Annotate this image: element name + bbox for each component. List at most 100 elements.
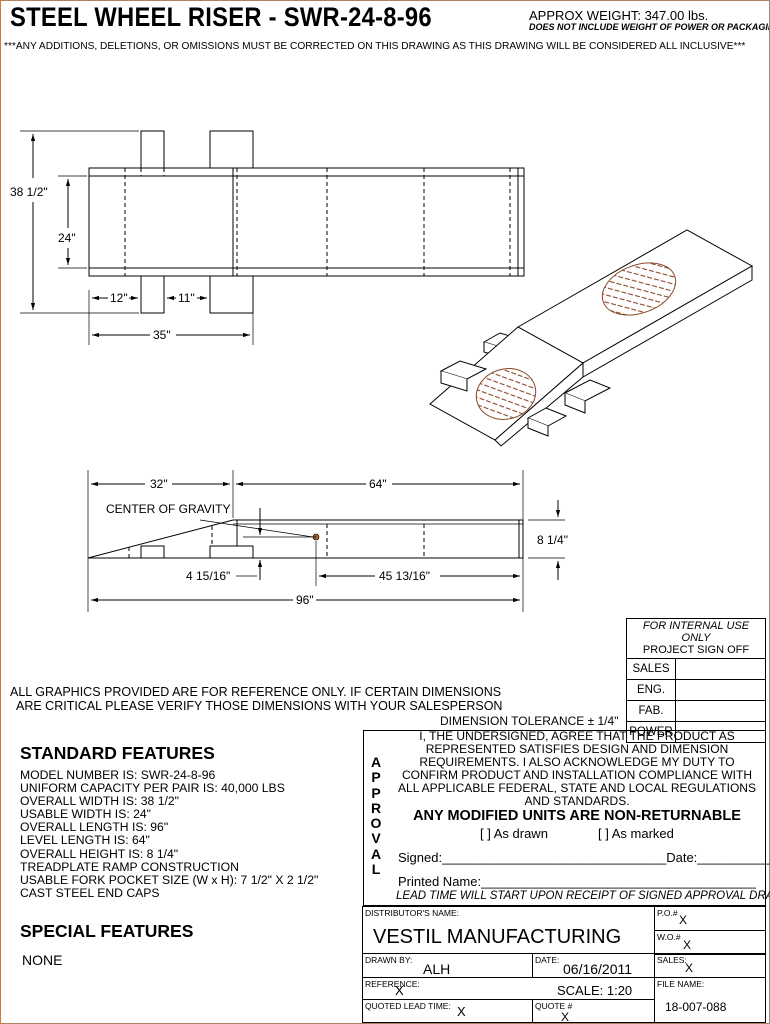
signoff-label: FAB.	[627, 701, 676, 721]
isometric-view	[429, 229, 754, 447]
internal-use-label: FOR INTERNAL USE ONLY	[642, 620, 750, 644]
file-cell: FILE NAME: 18-007-088	[654, 977, 766, 1023]
feature-item: OVERALL LENGTH IS: 96"	[20, 820, 169, 835]
approval-vertical-label: A P P R O V A L	[369, 754, 383, 878]
quoted-lead-time-value: X	[457, 1004, 466, 1019]
wo-value: X	[683, 938, 692, 952]
scale-value: SCALE: 1:20	[557, 983, 633, 998]
feature-item: USABLE FORK POCKET SIZE (W x H): 7 1/2" …	[20, 872, 319, 887]
approval-statement: I, THE UNDERSIGNED, AGREE THAT THE PRODU…	[398, 729, 756, 808]
side-view	[87, 470, 565, 612]
po-value: X	[679, 913, 688, 927]
quote-label: QUOTE #	[535, 1001, 573, 1011]
signoff-row-power: POWER	[627, 722, 765, 742]
signoff-row-fab: FAB.	[627, 701, 765, 722]
feature-item: UNIFORM CAPACITY PER PAIR IS: 40,000 LBS	[20, 781, 285, 796]
date-value: 06/16/2011	[563, 961, 633, 977]
sales-cell: SALES: X	[654, 953, 766, 978]
approval-letter: V	[371, 830, 381, 847]
top-view	[20, 130, 525, 345]
approval-letter: A	[370, 754, 382, 770]
dim-usable-width: 24"	[58, 231, 76, 245]
dim-height: 8 1/4"	[537, 533, 568, 547]
as-drawn-checkbox[interactable]: [ ] As drawn	[480, 826, 548, 841]
feature-item: CAST STEEL END CAPS	[20, 885, 160, 900]
approx-weight: APPROX WEIGHT: 347.00 lbs.	[529, 8, 709, 23]
standard-features-list: MODEL NUMBER IS: SWR-24-8-96 UNIFORM CAP…	[20, 768, 319, 900]
sales-value: X	[685, 961, 694, 975]
signoff-label: ENG.	[627, 680, 676, 700]
quoted-lead-time-label: QUOTED LEAD TIME:	[365, 1001, 451, 1011]
date-cell: DATE: 06/16/2011	[532, 953, 655, 978]
feature-item: OVERALL WIDTH IS: 38 1/2"	[20, 794, 179, 809]
file-label: FILE NAME:	[657, 979, 705, 989]
dim-cog-height: 4 15/16"	[186, 569, 230, 583]
top-view-dimensions: 38 1/2" 24" 12" 11" 35"	[10, 185, 195, 342]
signoff-row-eng: ENG.	[627, 680, 765, 701]
reference-cell: REFERENCE: X SCALE: 1:20	[362, 977, 655, 1000]
quote-cell: QUOTE # X	[532, 999, 655, 1024]
dim-pocket-a: 12"	[110, 291, 128, 305]
weight-note: DOES NOT INCLUDE WEIGHT OF POWER OR PACK…	[529, 22, 770, 32]
distributor-name: VESTIL MANUFACTURING	[373, 926, 622, 948]
reference-note-line2: ARE CRITICAL PLEASE VERIFY THOSE DIMENSI…	[16, 699, 503, 713]
approval-letter: A	[370, 845, 382, 862]
inclusive-notice: ***ANY ADDITIONS, DELETIONS, OR OMISSION…	[4, 40, 746, 52]
reference-value: X	[395, 983, 404, 998]
drawn-by-value: ALH	[423, 961, 451, 977]
signoff-field[interactable]	[676, 680, 765, 700]
approval-box	[363, 730, 766, 906]
wo-label: W.O.#	[657, 932, 681, 942]
dimension-tolerance: DIMENSION TOLERANCE ± 1/4"	[440, 714, 619, 728]
side-view-dimensions: 32" 64" CENTER OF GRAVITY 8 1/4" 4 15/16…	[106, 477, 568, 607]
lead-time-notice: LEAD TIME WILL START UPON RECEIPT OF SIG…	[396, 890, 770, 902]
dim-pocket-span: 35"	[153, 328, 171, 342]
drawn-by-cell: DRAWN BY: ALH	[362, 953, 533, 978]
feature-item: LEVEL LENGTH IS: 64"	[20, 833, 150, 848]
dim-overall-width: 38 1/2"	[10, 185, 48, 199]
drawn-by-label: DRAWN BY:	[365, 955, 413, 965]
file-value: 18-007-088	[665, 1000, 727, 1014]
po-cell: P.O.# X	[654, 906, 766, 931]
non-returnable-notice: ANY MODIFIED UNITS ARE NON-RETURNABLE	[413, 808, 741, 824]
project-signoff-table: FOR INTERNAL USE ONLY PROJECT SIGN OFF S…	[626, 618, 766, 743]
feature-item: OVERALL HEIGHT IS: 8 1/4"	[20, 846, 179, 861]
feature-item: TREADPLATE RAMP CONSTRUCTION	[20, 859, 239, 874]
project-signoff-label: PROJECT SIGN OFF	[642, 644, 750, 656]
po-label: P.O.#	[657, 908, 678, 918]
reference-note-line1: ALL GRAPHICS PROVIDED ARE FOR REFERENCE …	[10, 685, 502, 699]
standard-features-heading: STANDARD FEATURES	[20, 743, 215, 763]
approval-letter: R	[370, 799, 382, 816]
printed-name-field[interactable]: Printed Name:___________________________…	[398, 874, 756, 889]
special-features-value: NONE	[22, 952, 63, 968]
sales-label: SALES:	[657, 955, 687, 965]
signature-date-field[interactable]: Signed:_______________________________Da…	[398, 850, 770, 865]
dim-overall-length: 96"	[296, 593, 314, 607]
date-label: DATE:	[535, 955, 560, 965]
approval-letter: L	[371, 861, 381, 878]
wo-cell: W.O.# X	[654, 930, 766, 955]
approval-letter: P	[371, 784, 381, 801]
signoff-header: FOR INTERNAL USE ONLY PROJECT SIGN OFF	[627, 619, 765, 659]
dim-level-length: 64"	[369, 477, 387, 491]
dim-pocket-b: 11"	[178, 291, 195, 305]
signoff-row-sales: SALES	[627, 659, 765, 680]
drawing-title: STEEL WHEEL RISER - SWR-24-8-96	[10, 2, 432, 32]
dim-cog-distance: 45 13/16"	[379, 569, 430, 583]
feature-item: USABLE WIDTH IS: 24"	[20, 807, 151, 822]
as-marked-checkbox[interactable]: [ ] As marked	[598, 826, 674, 841]
signoff-field[interactable]	[676, 701, 765, 721]
reference-note: ALL GRAPHICS PROVIDED ARE FOR REFERENCE …	[10, 685, 502, 713]
dim-ramp-length: 32"	[150, 477, 168, 491]
quote-value: X	[561, 1010, 570, 1024]
approval-letter: P	[371, 769, 381, 786]
signoff-field[interactable]	[676, 659, 765, 679]
distributor-label: DISTRIBUTOR'S NAME:	[365, 908, 460, 918]
distributor-cell: DISTRIBUTOR'S NAME: VESTIL MANUFACTURING	[362, 906, 655, 954]
approval-letter: O	[370, 815, 382, 832]
special-features-heading: SPECIAL FEATURES	[20, 921, 194, 941]
signoff-label: SALES	[627, 659, 676, 679]
feature-item: MODEL NUMBER IS: SWR-24-8-96	[20, 768, 216, 782]
signoff-label: POWER	[627, 722, 676, 742]
